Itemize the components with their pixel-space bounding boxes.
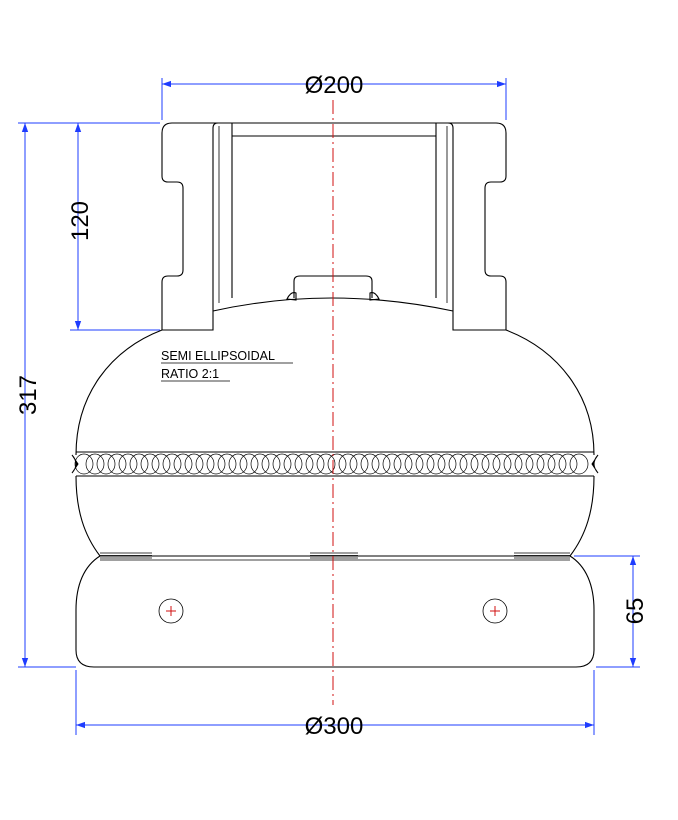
bottom-diameter-label: Ø300 <box>305 713 364 740</box>
note-line-2: RATIO 2:1 <box>161 367 219 381</box>
top-collar <box>161 122 507 331</box>
vent-hole-right <box>482 598 508 624</box>
weld-seam <box>71 451 599 477</box>
top-diameter-label: Ø200 <box>305 72 364 99</box>
dim-footring-height: 65 <box>574 555 649 668</box>
head-note: SEMI ELLIPSOIDAL RATIO 2:1 <box>161 349 293 382</box>
dim-total-height: 317 <box>15 122 160 668</box>
dim-collar-height: 120 <box>67 122 160 331</box>
total-height-label: 317 <box>15 375 42 415</box>
footring-height-label: 65 <box>622 598 649 625</box>
lower-head <box>75 475 595 557</box>
collar-height-label: 120 <box>67 201 94 241</box>
foot-ring <box>75 552 595 668</box>
dim-top-diameter: Ø200 <box>161 72 507 120</box>
note-line-1: SEMI ELLIPSOIDAL <box>161 349 275 363</box>
upper-head <box>75 297 595 456</box>
vent-hole-left <box>158 598 184 624</box>
dim-bottom-diameter: Ø300 <box>75 670 595 740</box>
